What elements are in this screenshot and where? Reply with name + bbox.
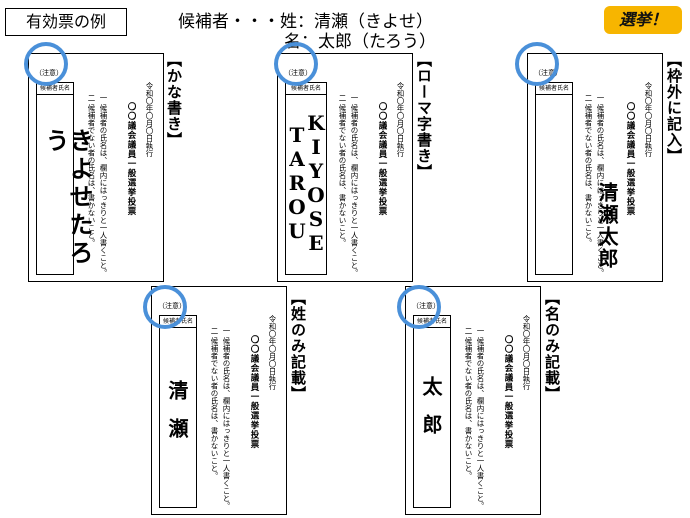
written-name-col-2: TAROU <box>288 123 306 243</box>
election-badge: 選挙！ <box>604 6 682 34</box>
label-kana: 【かな書き】 <box>165 52 183 148</box>
ballot-date: 令和〇年〇月〇日執行 <box>268 315 277 390</box>
note-1: 一 候補者の氏名は、欄内にはっきりと一人書くこと。 <box>476 327 485 510</box>
valid-circle-surname <box>143 285 187 329</box>
ballot-title: 〇〇議会議員一般選挙投票 <box>249 335 259 449</box>
candidate-line-2: 名：太郎（たろう） <box>284 32 436 52</box>
note-1: 一 候補者の氏名は、欄内にはっきりと一人書くこと。 <box>222 327 231 510</box>
valid-circle-romaji <box>274 42 318 86</box>
name-box-label: 候補者氏名 <box>536 83 572 95</box>
ballot-romaji: 候補者氏名 TAROU KIYOSE （注意） 二 候補者でない者の氏名は、書か… <box>277 53 413 282</box>
name-box: 候補者氏名 TAROU KIYOSE <box>285 82 327 275</box>
ballot-title: 〇〇議会議員一般選挙投票 <box>503 335 513 449</box>
note-2: 二 候補者でない者の氏名は、書かないこと。 <box>210 327 219 480</box>
ballot-title: 〇〇議会議員一般選挙投票 <box>377 102 387 216</box>
note-1: 一 候補者の氏名は、欄内にはっきりと一人書くこと。 <box>596 94 605 277</box>
label-given-only: 【名のみ記載】 <box>543 290 561 402</box>
example-title: 有効票の例 <box>5 8 127 36</box>
name-box: 候補者氏名 <box>535 82 573 275</box>
ballot-title: 〇〇議会議員一般選挙投票 <box>126 102 136 216</box>
name-box: 候補者氏名 太郎 <box>413 315 451 508</box>
name-box-label: 候補者氏名 <box>37 83 73 95</box>
note-2: 二 候補者でない者の氏名は、書かないこと。 <box>87 94 96 247</box>
ballot-date: 令和〇年〇月〇日執行 <box>644 82 653 157</box>
ballot-title: 〇〇議会議員一般選挙投票 <box>625 102 635 216</box>
written-name: 清瀬太郎 <box>595 182 619 270</box>
name-box: 候補者氏名 清瀬 <box>159 315 197 508</box>
written-name: きよせたろう <box>41 128 94 268</box>
candidate-line-1: 候補者・・・姓：清瀬（きよせ） <box>178 12 433 32</box>
written-name: 太郎 <box>419 376 443 452</box>
note-2: 二 候補者でない者の氏名は、書かないこと。 <box>338 94 347 247</box>
valid-circle-kana <box>24 42 68 86</box>
name-box: 候補者氏名 きよせたろう <box>36 82 94 275</box>
note-2: 二 候補者でない者の氏名は、書かないこと。 <box>464 327 473 480</box>
ballot-date: 令和〇年〇月〇日執行 <box>145 82 154 157</box>
valid-circle-given <box>397 285 441 329</box>
ballot-date: 令和〇年〇月〇日執行 <box>522 315 531 390</box>
written-name: 清瀬 <box>165 380 189 456</box>
note-2: 二 候補者でない者の氏名は、書かないこと。 <box>584 94 593 247</box>
name-box-label: 候補者氏名 <box>286 83 326 95</box>
label-outside-frame: 【枠外に記入】 <box>665 52 683 164</box>
ballot-surname-only: 候補者氏名 清瀬 （注意） 二 候補者でない者の氏名は、書かないこと。 一 候補… <box>151 286 287 515</box>
ballot-outside-frame: 候補者氏名 清瀬太郎 （注意） 二 候補者でない者の氏名は、書かないこと。 一 … <box>527 53 663 282</box>
label-romaji: 【ローマ字書き】 <box>415 52 433 180</box>
ballot-date: 令和〇年〇月〇日執行 <box>396 82 405 157</box>
written-name-col-1: KIYOSE <box>307 111 325 255</box>
note-1: 一 候補者の氏名は、欄内にはっきりと一人書くこと。 <box>99 94 108 277</box>
valid-circle-outside <box>515 42 559 86</box>
note-1: 一 候補者の氏名は、欄内にはっきりと一人書くこと。 <box>350 94 359 277</box>
label-surname-only: 【姓のみ記載】 <box>289 290 307 402</box>
ballot-kana: 候補者氏名 きよせたろう （注意） 二 候補者でない者の氏名は、書かないこと。 … <box>28 53 164 282</box>
